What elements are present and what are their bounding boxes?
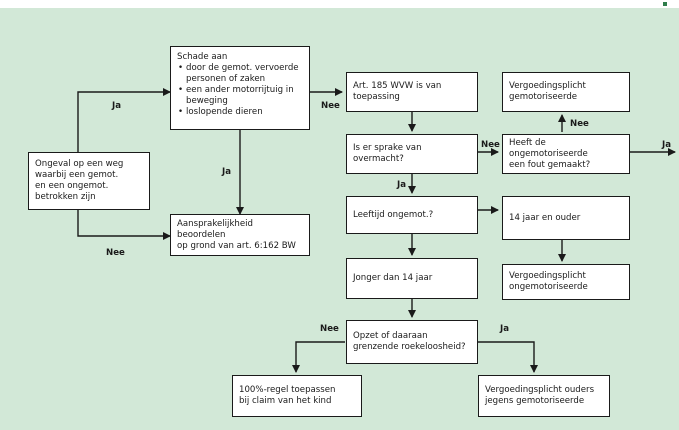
- label-nee-opzet: Nee: [320, 324, 339, 334]
- top-bar: [0, 0, 679, 8]
- label-nee-start: Nee: [106, 248, 125, 258]
- art185-node: Art. 185 WVW is van toepassing: [346, 72, 478, 112]
- label-nee-overmacht: Nee: [481, 140, 500, 150]
- overmacht-text: Is er sprake van overmacht?: [353, 143, 422, 164]
- jonger-node: Jonger dan 14 jaar: [346, 258, 478, 299]
- opzet-text: Opzet of daaraan grenzende roekeloosheid…: [353, 331, 466, 352]
- label-ja-damage: Ja: [222, 167, 231, 177]
- corner-mark: [663, 2, 667, 6]
- regel100-text: 100%-regel toepassen bij claim van het k…: [239, 385, 336, 406]
- damage-item: een ander motorrijtuig in beweging: [178, 85, 303, 107]
- vergoed-gemot-node: Vergoedingsplicht gemotoriseerde: [502, 72, 630, 112]
- label-nee-damage: Nee: [321, 101, 340, 111]
- label-nee-fout: Nee: [570, 119, 589, 129]
- connector-opzet-nee: [292, 341, 345, 373]
- ouders-text: Vergoedingsplicht ouders jegens gemotori…: [485, 385, 595, 406]
- label-ja-start: Ja: [112, 101, 121, 111]
- liability-node: Aansprakelijkheid beoordelen op grond va…: [170, 214, 310, 256]
- art185-text: Art. 185 WVW is van toepassing: [353, 81, 442, 102]
- damage-title: Schade aan: [177, 52, 228, 62]
- overmacht-node: Is er sprake van overmacht?: [346, 134, 478, 174]
- start-node-text: Ongeval op een weg waarbij een gemot. en…: [35, 159, 124, 202]
- damage-node: Schade aan door de gemot. vervoerde pers…: [170, 46, 310, 130]
- leeftijd-text: Leeftijd ongemot.?: [353, 209, 434, 220]
- label-ja-overmacht: Ja: [397, 180, 406, 190]
- liability-text: Aansprakelijkheid beoordelen op grond va…: [177, 218, 296, 251]
- damage-item: door de gemot. vervoerde personen of zak…: [178, 63, 303, 85]
- label-ja-opzet: Ja: [500, 324, 509, 334]
- connector-opzet-ja: [478, 341, 538, 373]
- damage-item: loslopende dieren: [178, 107, 303, 118]
- fout-text: Heeft de ongemotoriseerde een fout gemaa…: [509, 137, 591, 170]
- fout-node: Heeft de ongemotoriseerde een fout gemaa…: [502, 134, 630, 174]
- ouders-node: Vergoedingsplicht ouders jegens gemotori…: [478, 375, 610, 417]
- ouder14-text: 14 jaar en ouder: [509, 212, 581, 223]
- vergoed-ongemot-node: Vergoedingsplicht ongemotoriseerde: [502, 264, 630, 300]
- damage-list: door de gemot. vervoerde personen of zak…: [177, 63, 303, 118]
- leeftijd-node: Leeftijd ongemot.?: [346, 196, 478, 234]
- connector-start-ja: [77, 88, 171, 152]
- vergoed-ongemot-text: Vergoedingsplicht ongemotoriseerde: [509, 271, 588, 292]
- jonger-text: Jonger dan 14 jaar: [353, 273, 433, 283]
- ouder14-node: 14 jaar en ouder: [502, 196, 630, 240]
- regel100-node: 100%-regel toepassen bij claim van het k…: [232, 375, 362, 417]
- vergoed-gemot-text: Vergoedingsplicht gemotoriseerde: [509, 81, 586, 102]
- start-node: Ongeval op een weg waarbij een gemot. en…: [28, 152, 150, 210]
- connector-start-nee: [77, 210, 171, 240]
- label-ja-fout: Ja: [662, 140, 671, 150]
- opzet-node: Opzet of daaraan grenzende roekeloosheid…: [346, 320, 478, 364]
